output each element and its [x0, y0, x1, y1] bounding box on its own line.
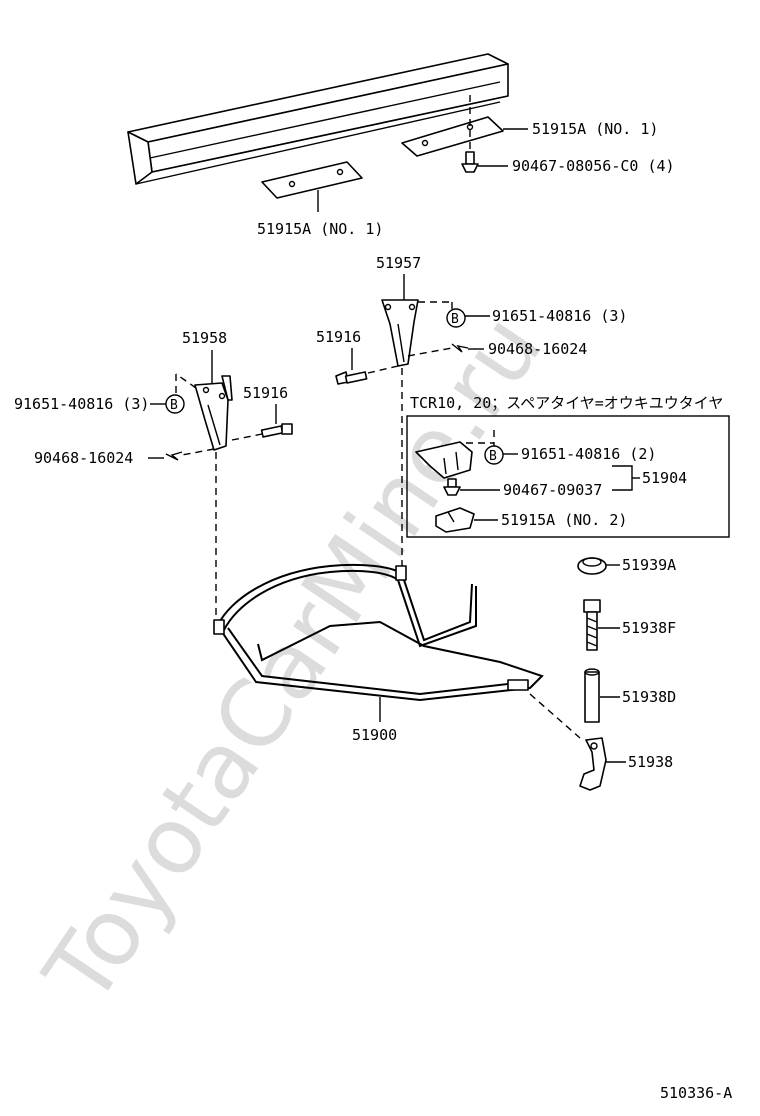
label-crossmember-right: 51915A (NO. 1): [532, 120, 658, 138]
label-kit-block: 51915A (NO. 2): [501, 511, 627, 529]
pin-right-icon: [335, 371, 368, 385]
crossmember-bolt-icon: [461, 130, 479, 173]
variant-note: TCR10, 20；スペアタイヤ=オウキユウタイヤ: [410, 394, 723, 412]
cotter-pin-right-icon: [451, 343, 469, 353]
carrier-frame: [213, 563, 544, 702]
label-cap: 51939A: [622, 556, 676, 574]
crossmember-block-right: [401, 95, 504, 157]
cap-icon: [577, 557, 607, 575]
label-crossmember-bolt: 90467-08056-C0 (4): [512, 157, 675, 175]
label-kit-clip: 90467-09037: [503, 481, 602, 499]
label-bracket-right: 51957: [376, 254, 421, 272]
label-sleeve: 51938D: [622, 688, 676, 706]
b-marker-kit-icon: [484, 445, 504, 465]
b-marker-left-text: B: [170, 398, 178, 413]
b-marker-icon: [446, 308, 466, 328]
kit-bracket-icon: [415, 441, 473, 479]
bracket-left: [194, 375, 233, 451]
cotter-pin-left-icon: [165, 451, 183, 461]
label-bracket-left-pin: 90468-16024: [34, 449, 133, 467]
label-pin-right: 51916: [316, 328, 361, 346]
sleeve-icon: [584, 668, 600, 723]
label-kit-assembly: 51904: [642, 469, 687, 487]
diagram-code: 510336-A: [660, 1084, 732, 1102]
kit-block-icon: [435, 507, 475, 533]
kit-clip-icon: [443, 478, 461, 496]
crossmember-rail: [127, 53, 509, 185]
label-bracket-left: 51958: [182, 329, 227, 347]
variant-box: [406, 415, 730, 538]
label-kit-bolt: 91651-40816 (2): [521, 445, 656, 463]
label-bracket-right-bolt: 91651-40816 (3): [492, 307, 627, 325]
crossmember-block-left: [261, 161, 363, 199]
pin-left-icon: [260, 423, 293, 438]
label-hook: 51938: [628, 753, 673, 771]
label-carrier: 51900: [352, 726, 397, 744]
hook-icon: [579, 737, 607, 791]
label-bracket-right-pin: 90468-16024: [488, 340, 587, 358]
b-marker-kit-text: B: [489, 449, 497, 464]
label-bracket-left-bolt: 91651-40816 (3): [14, 395, 149, 413]
bracket-right: [381, 299, 419, 367]
label-bolt: 51938F: [622, 619, 676, 637]
label-crossmember-left: 51915A (NO. 1): [257, 220, 383, 238]
bolt-icon: [583, 599, 601, 651]
b-marker-text: B: [451, 312, 459, 327]
label-pin-left: 51916: [243, 384, 288, 402]
